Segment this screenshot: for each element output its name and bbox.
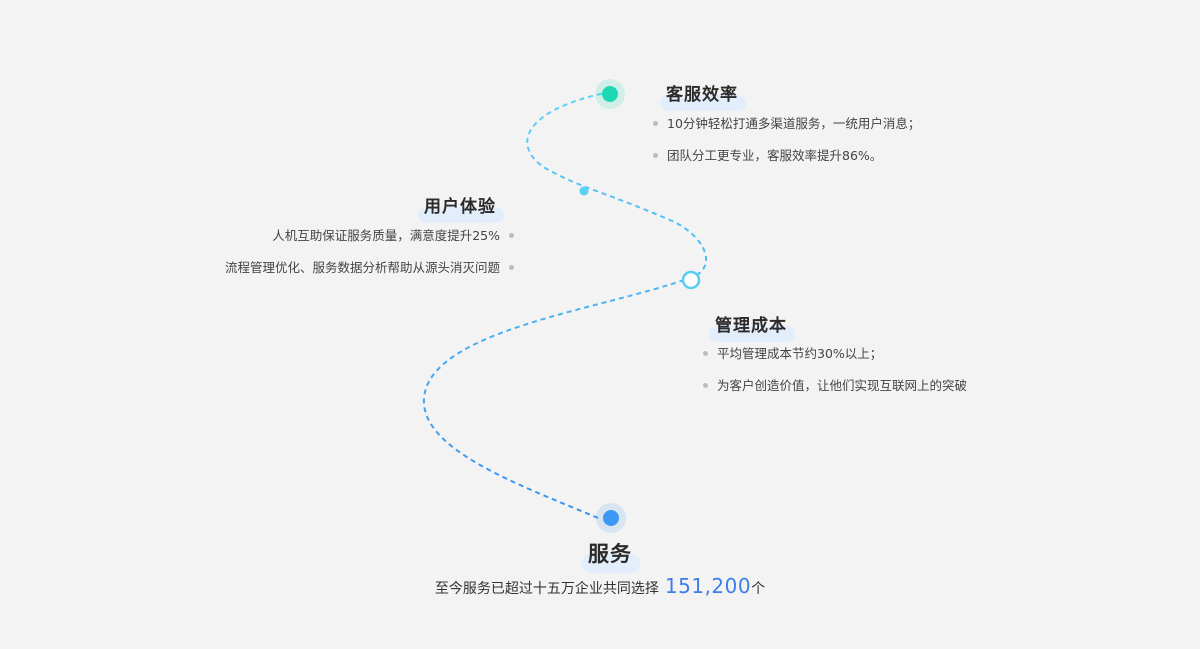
list-item-text: 流程管理优化、服务数据分析帮助从源头消灭问题 [224, 260, 500, 275]
efficiency-title: 客服效率 [666, 85, 738, 105]
experience-title: 用户体验 [424, 197, 496, 217]
cost-title: 管理成本 [715, 316, 787, 336]
bullet-dot [653, 153, 658, 158]
list-item: 10分钟轻松打通多渠道服务，一统用户消息； [653, 116, 920, 148]
service-title: 服务 [588, 542, 632, 566]
experience-heading: 用户体验 [418, 192, 504, 223]
cost-list: 平均管理成本节约30%以上； 为客户创造价值，让他们实现互联网上的突破 [703, 346, 967, 410]
experience-list: 人机互助保证服务质量，满意度提升25% 流程管理优化、服务数据分析帮助从源头消灭… [225, 228, 514, 292]
list-item: 人机互助保证服务质量，满意度提升25% [225, 228, 514, 260]
service-count-unit: 个 [751, 581, 766, 597]
list-item-text: 为客户创造价值，让他们实现互联网上的突破 [717, 378, 968, 393]
top-node [602, 86, 618, 102]
list-item: 团队分工更专业，客服效率提升86%。 [653, 148, 920, 180]
list-item-text: 10分钟轻松打通多渠道服务，一统用户消息； [667, 116, 921, 131]
service-summary: 至今服务已超过十五万企业共同选择 151,200个 [0, 574, 1200, 598]
bullet-dot [703, 383, 708, 388]
mid-small-node [579, 186, 589, 196]
bullet-dot [509, 265, 514, 270]
cost-heading: 管理成本 [709, 311, 795, 342]
list-item: 流程管理优化、服务数据分析帮助从源头消灭问题 [225, 260, 514, 292]
bottom-node [603, 510, 619, 526]
list-item-text: 平均管理成本节约30%以上； [717, 346, 883, 361]
bullet-dot [653, 121, 658, 126]
efficiency-list: 10分钟轻松打通多渠道服务，一统用户消息； 团队分工更专业，客服效率提升86%。 [653, 116, 920, 180]
efficiency-heading: 客服效率 [660, 80, 746, 111]
list-item-text: 团队分工更专业，客服效率提升86%。 [667, 148, 883, 163]
service-summary-text: 至今服务已超过十五万企业共同选择 [434, 581, 659, 597]
list-item: 平均管理成本节约30%以上； [703, 346, 967, 378]
list-item: 为客户创造价值，让他们实现互联网上的突破 [703, 378, 967, 410]
hollow-node [681, 270, 701, 290]
service-count: 151,200 [664, 574, 752, 598]
service-heading: 服务 [582, 538, 640, 573]
bullet-dot [509, 233, 514, 238]
bullet-dot [703, 351, 708, 356]
list-item-text: 人机互助保证服务质量，满意度提升25% [272, 228, 500, 243]
